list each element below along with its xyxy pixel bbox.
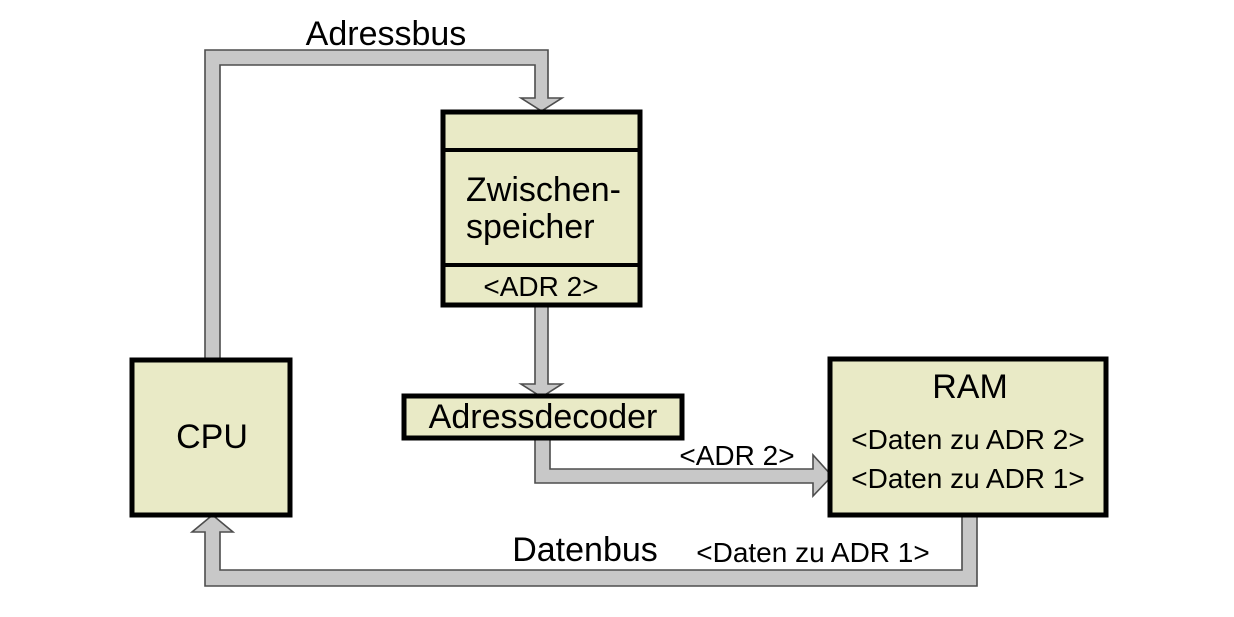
ram-row-adr2: <Daten zu ADR 2> bbox=[851, 424, 1084, 455]
address-bus-label: Adressbus bbox=[306, 15, 467, 53]
data-bus-pipe bbox=[189, 512, 978, 587]
ram-row-adr1: <Daten zu ADR 1> bbox=[851, 463, 1084, 494]
adr2-bus-annotation: <ADR 2> bbox=[679, 440, 794, 471]
daten-adr1-bus-annotation: <Daten zu ADR 1> bbox=[696, 537, 929, 568]
buffer-to-decoder-arrow bbox=[518, 302, 565, 398]
ram-box bbox=[827, 356, 1109, 518]
buffer-label-line1: Zwischen- bbox=[466, 171, 621, 209]
address-bus-pipe bbox=[204, 49, 565, 361]
buffer-box bbox=[440, 109, 643, 308]
cpu-box bbox=[129, 357, 293, 518]
cpu-label: CPU bbox=[176, 418, 248, 456]
decoder-label: Adressdecoder bbox=[429, 398, 658, 436]
buffer-label-line2: speicher bbox=[466, 208, 595, 246]
ram-label: RAM bbox=[932, 368, 1008, 406]
decoder-to-ram-pipe bbox=[534, 435, 834, 499]
buffer-slot-label: <ADR 2> bbox=[483, 271, 598, 302]
decoder-box bbox=[401, 393, 685, 441]
data-bus-label: Datenbus bbox=[512, 531, 658, 569]
